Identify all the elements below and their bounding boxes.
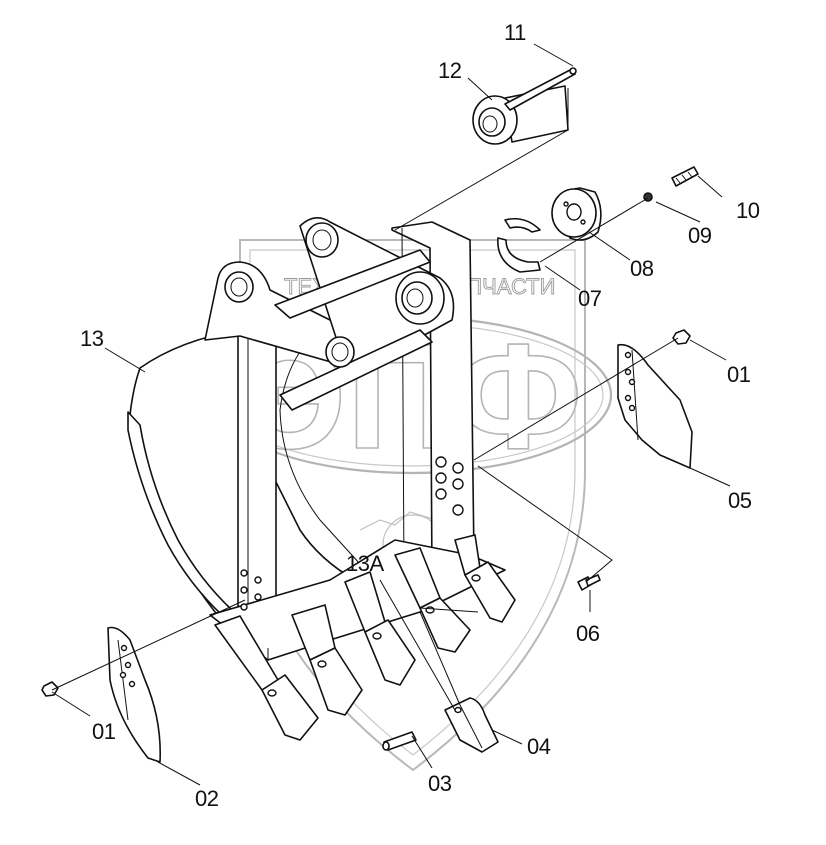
label-09: 09 [688,223,712,248]
label-01-right: 01 [727,362,751,387]
label-13: 13 [80,326,104,351]
mounting-brackets [204,217,455,411]
part-07-retainer [497,217,541,273]
part-11-pin [504,67,577,111]
tooth-adapter-3 [344,571,416,686]
label-01-left: 01 [92,719,116,744]
part-12-bushing [472,85,569,145]
part-labels: 11 12 10 09 08 07 01 05 06 13 13A 01 04 … [80,20,760,811]
cross-tube [279,329,433,411]
front-bushing-top [305,222,339,258]
part-08-shim-disk [551,187,602,241]
left-plate-bolt-holes [240,569,262,611]
part-06-bolt [577,574,601,591]
tooth-adapter-2 [291,604,363,716]
leader-lines [51,43,731,786]
label-02: 02 [195,786,219,811]
label-03: 03 [428,771,452,796]
part-01-nut-right [672,329,691,345]
part-03-pin [382,731,417,751]
label-13a: 13A [346,551,384,576]
tooth-adapter-1 [214,615,319,741]
label-10: 10 [736,198,760,223]
label-04: 04 [527,734,551,759]
part-10-bolt [671,166,699,187]
part-02-side-cutter [107,626,162,763]
label-07: 07 [578,286,602,311]
rear-bushing [224,271,254,303]
installed-teeth [214,534,516,741]
label-11: 11 [504,20,526,45]
label-12: 12 [438,58,462,83]
right-plate-bolt-holes [435,456,464,516]
part-01-nut-left [41,681,59,697]
top-cross-bar [274,249,431,319]
tooth-adapter-4 [394,547,471,653]
label-06: 06 [576,621,600,646]
label-08: 08 [630,256,654,281]
lower-boss [325,336,355,368]
part-05-side-cutter [617,343,693,469]
tooth-adapter-5 [454,534,516,623]
label-05: 05 [728,488,752,513]
